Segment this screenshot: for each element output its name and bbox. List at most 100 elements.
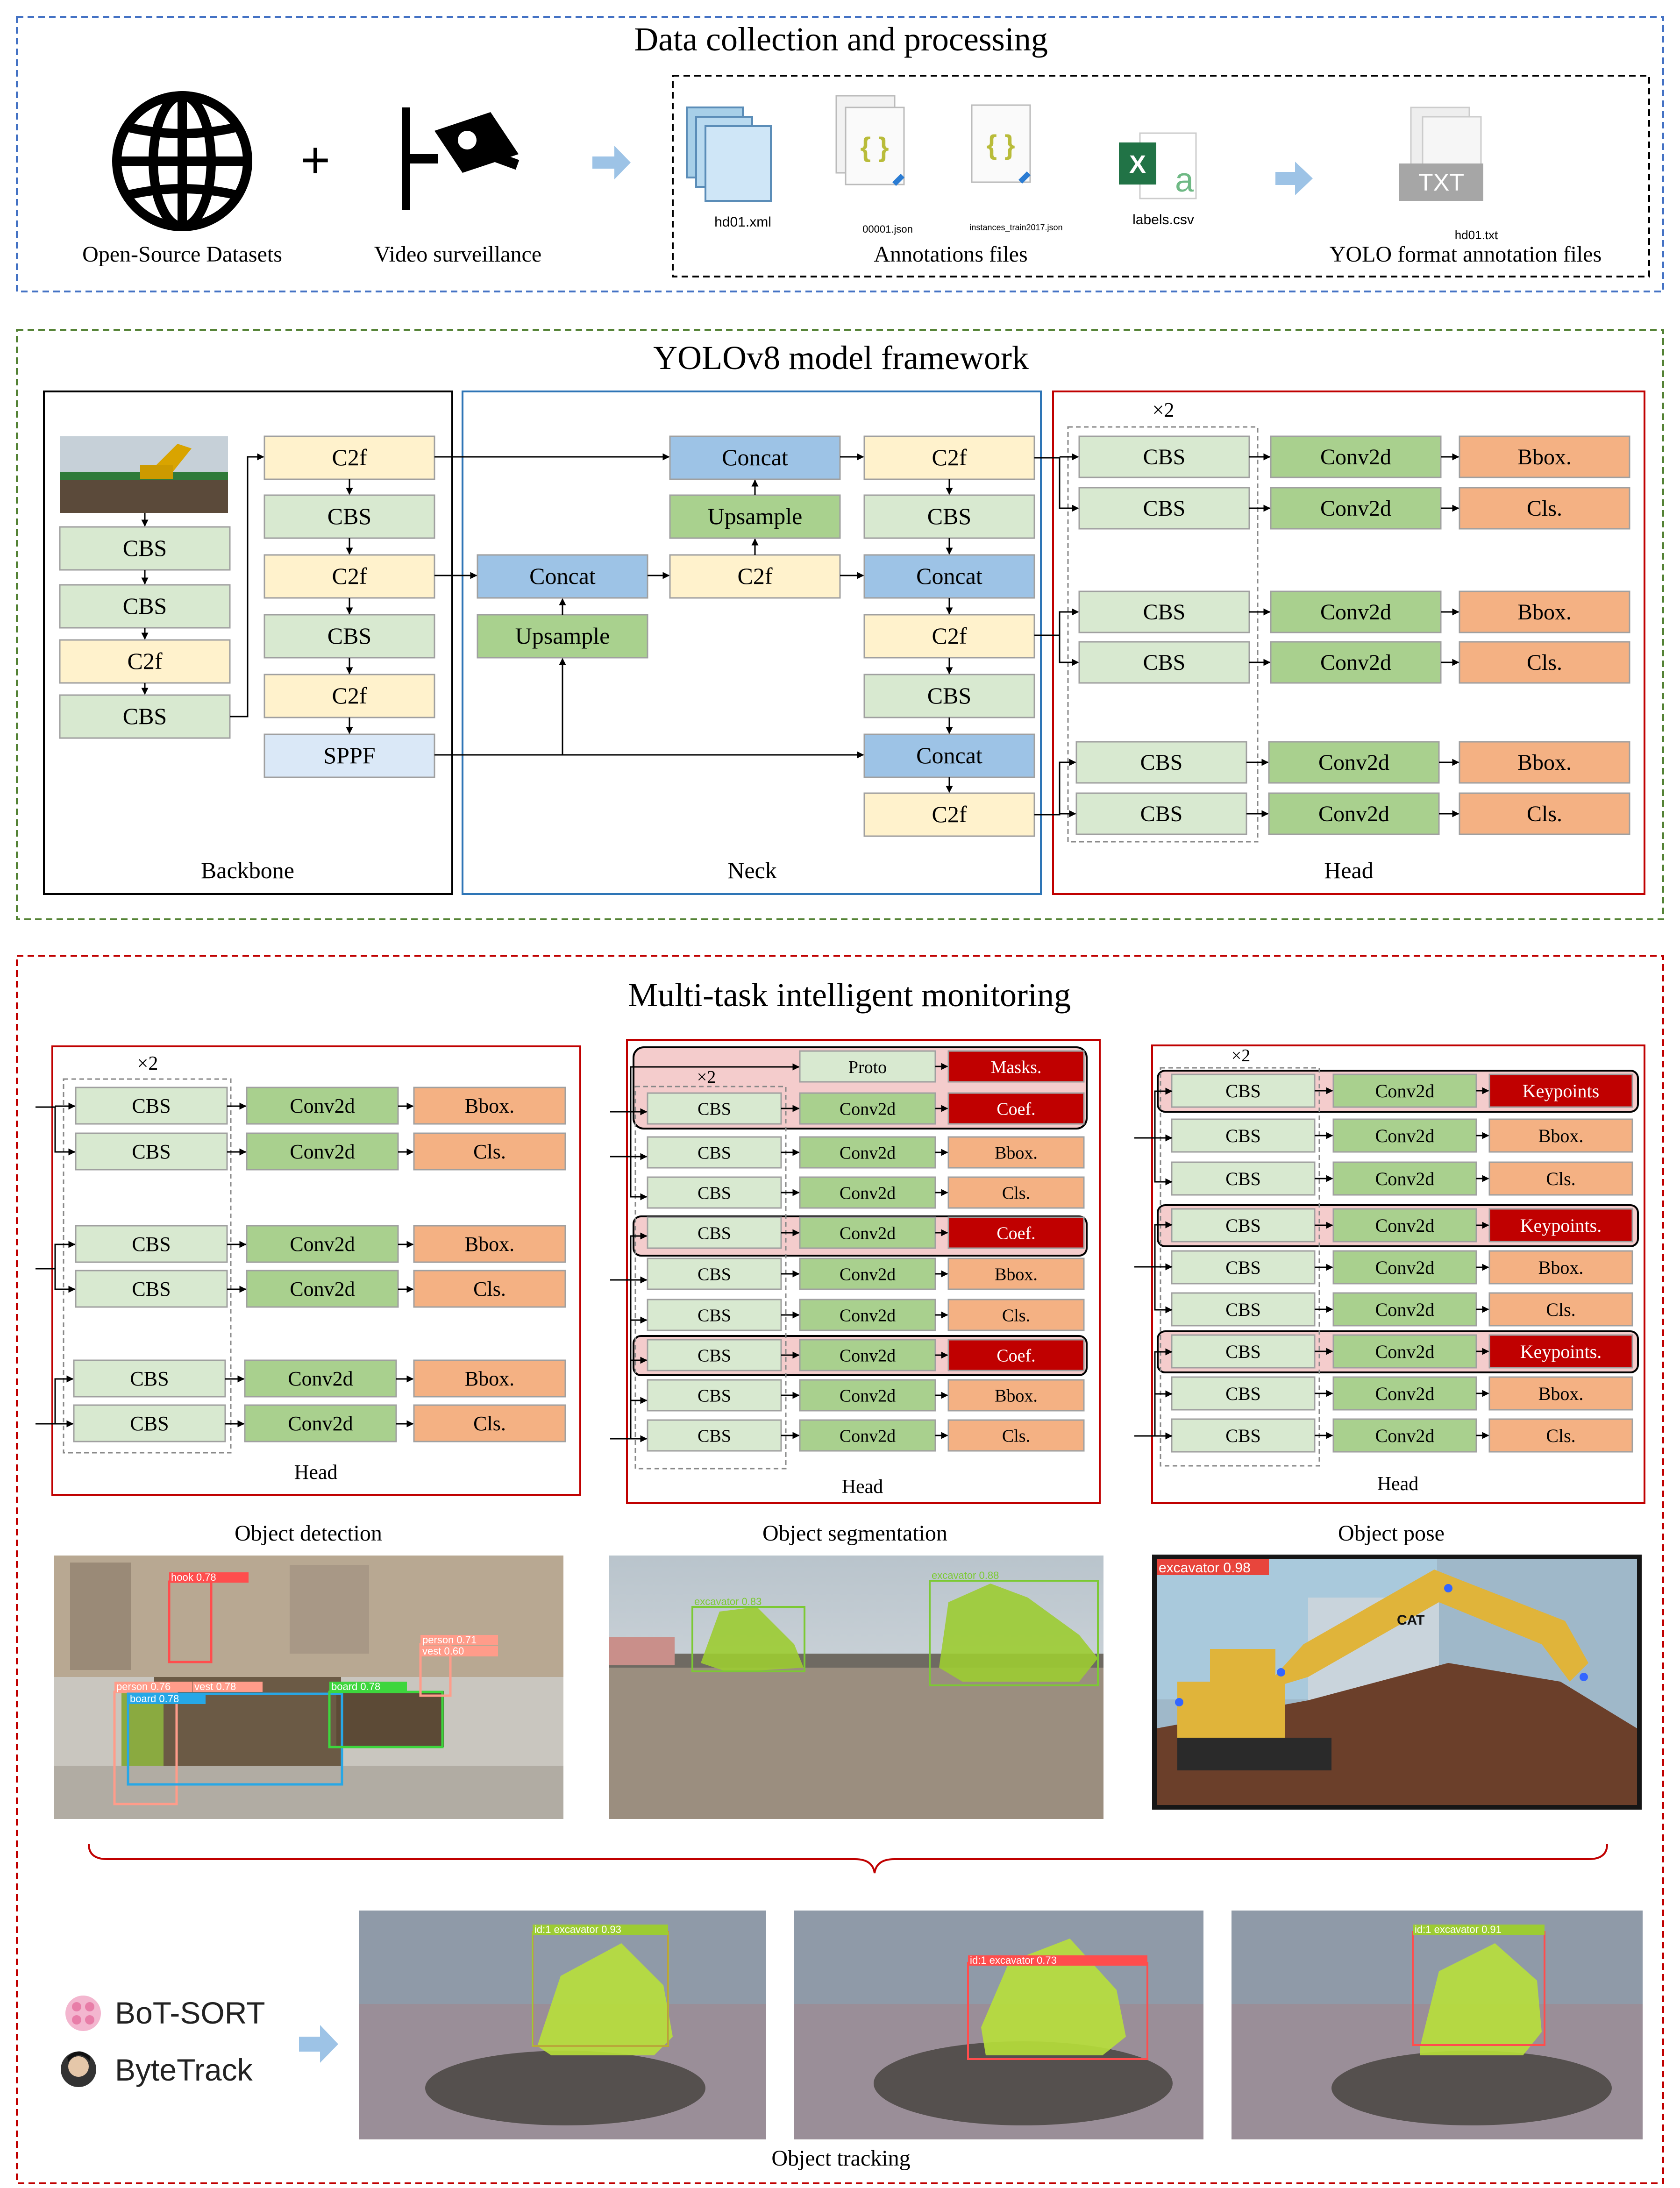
seg-label-1: excavator 0.83: [694, 1596, 762, 1607]
block-cbs-box: [647, 1216, 782, 1249]
pose-head-label: Head: [1377, 1473, 1419, 1495]
txt-file-icon: TXT: [1399, 107, 1483, 201]
block-cbs-box: [647, 1379, 782, 1412]
block-cbs: CBS: [698, 1143, 731, 1163]
block-conv2d: Conv2d: [840, 1099, 896, 1119]
open-source-label: Open-Source Datasets: [82, 242, 282, 267]
block-cbs: CBS: [1225, 1257, 1261, 1278]
block-conv2d-box: [1332, 1292, 1477, 1327]
block-conv2d: Conv2d: [290, 1094, 355, 1117]
block-cbs: CBS: [927, 682, 972, 709]
block-conv2d-box: [799, 1176, 936, 1209]
pose-box-label: excavator 0.98: [1159, 1560, 1251, 1576]
block-cls: Cls.: [1527, 802, 1562, 826]
block-conv2d-box: [1332, 1418, 1477, 1453]
block-conv2d-box: [1332, 1208, 1477, 1243]
block-cbs: CBS: [123, 535, 167, 561]
txt-badge: TXT: [1418, 169, 1464, 196]
head-label: Head: [1324, 857, 1374, 883]
block-conv2d-box: [799, 1216, 936, 1249]
bytetrack-icon: [61, 2051, 96, 2087]
camera-icon: [402, 107, 520, 210]
block-c2f: C2f: [738, 563, 773, 589]
times2-label: ×2: [137, 1053, 158, 1074]
block-conv2d: Conv2d: [1375, 1383, 1435, 1404]
block-cbs-box: [647, 1419, 782, 1452]
section-data-collection: Data collection and processing Open-Sour…: [16, 16, 1664, 292]
block-keypoints-box: [1488, 1334, 1633, 1369]
tracking-frame-2: id:1 excavator 0.73: [794, 1911, 1203, 2139]
block-concat: Concat: [722, 444, 788, 470]
det-connectors: [36, 1102, 414, 1428]
block-keypoints: Keypoints.: [1520, 1341, 1602, 1362]
block-coef-box: [947, 1216, 1085, 1249]
backbone-label: Backbone: [201, 857, 294, 883]
block-conv2d-box: [1332, 1250, 1477, 1285]
detection-label: Object detection: [235, 1521, 382, 1546]
block-bbox: Bbox.: [995, 1143, 1038, 1163]
excel-icon: X a: [1119, 132, 1197, 199]
block-cbs: CBS: [1225, 1383, 1261, 1404]
block-upsample: Upsample: [515, 623, 610, 649]
json-file-icon-2: { }: [971, 104, 1031, 184]
json-file-icon: { }: [835, 95, 905, 186]
tracking-frame-3: id:1 excavator 0.91: [1232, 1911, 1643, 2139]
block-cbs: CBS: [132, 1233, 171, 1256]
block-conv2d: Conv2d: [1375, 1425, 1435, 1446]
block-cbs-box: [1171, 1073, 1316, 1108]
block-keypoints-box: [1488, 1208, 1633, 1243]
detection-head-panel: ×2 Head CBS Conv2d Bbox. CBS Conv2d Cls.…: [36, 1045, 581, 1496]
json2-filename: instances_train2017.json: [969, 223, 1062, 233]
block-cbs: CBS: [1143, 650, 1186, 675]
block-cbs-box: [1171, 1208, 1316, 1243]
block-cls-box: [1488, 1292, 1633, 1327]
block-bbox-box: [1488, 1376, 1633, 1411]
block-cbs: CBS: [130, 1367, 169, 1390]
block-cbs-box: [1171, 1418, 1316, 1453]
block-concat: Concat: [529, 563, 596, 589]
neck-box: [462, 391, 1042, 895]
block-cls: Cls.: [473, 1278, 506, 1300]
seg-connectors: [610, 1063, 800, 1442]
det-label-2: person 0.71: [422, 1634, 477, 1646]
block-cbs-box: [647, 1339, 782, 1371]
block-bbox: Bbox.: [1538, 1257, 1584, 1278]
det-label-6: board 0.78: [130, 1693, 179, 1705]
head-level-3: CBS Conv2d Bbox. CBS Conv2d Cls.: [1075, 741, 1630, 835]
segmentation-head-label: Head: [842, 1476, 883, 1498]
pose-label: Object pose: [1338, 1521, 1445, 1546]
block-keypoints: Keypoints: [1523, 1080, 1599, 1101]
block-cbs-box: [1171, 1118, 1316, 1153]
block-cbs: CBS: [698, 1183, 731, 1203]
pose-connectors: [1134, 1087, 1173, 1440]
block-cbs: CBS: [1225, 1299, 1261, 1320]
block-cls: Cls.: [1546, 1299, 1575, 1320]
section2-title: YOLOv8 model framework: [653, 339, 1029, 377]
block-bbox-box: [1488, 1250, 1633, 1285]
block-cbs: CBS: [1143, 445, 1186, 469]
pose-photo: CAT excavator 0.98: [1152, 1555, 1642, 1810]
block-conv2d: Conv2d: [1320, 600, 1391, 625]
block-bbox: Bbox.: [465, 1367, 514, 1390]
head-level-2: CBS Conv2d Bbox. CBS Conv2d Cls.: [1078, 590, 1630, 684]
block-c2f: C2f: [332, 682, 367, 709]
block-cbs: CBS: [327, 623, 372, 649]
tracker-bytetrack: ByteTrack: [115, 2053, 253, 2087]
block-cbs-box: [1171, 1376, 1316, 1411]
block-conv2d: Conv2d: [840, 1183, 896, 1203]
block-cls: Cls.: [473, 1140, 506, 1163]
block-cbs: CBS: [327, 503, 372, 529]
block-coef: Coef.: [997, 1346, 1035, 1365]
tracker-list: BoT-SORT ByteTrack: [61, 1996, 265, 2087]
tracking-frame-1: id:1 excavator 0.93: [359, 1911, 766, 2139]
block-upsample: Upsample: [708, 503, 803, 529]
block-conv2d: Conv2d: [288, 1367, 353, 1390]
head-blocks: ×2 CBS Conv2d Bbox. CBS Conv2d Cls. CBS …: [1034, 398, 1630, 843]
block-coef-box: [947, 1092, 1085, 1125]
det-rows: CBS Conv2d Bbox. CBS Conv2d Cls. CBS Con…: [73, 1087, 566, 1442]
times2-label: ×2: [1232, 1046, 1250, 1066]
